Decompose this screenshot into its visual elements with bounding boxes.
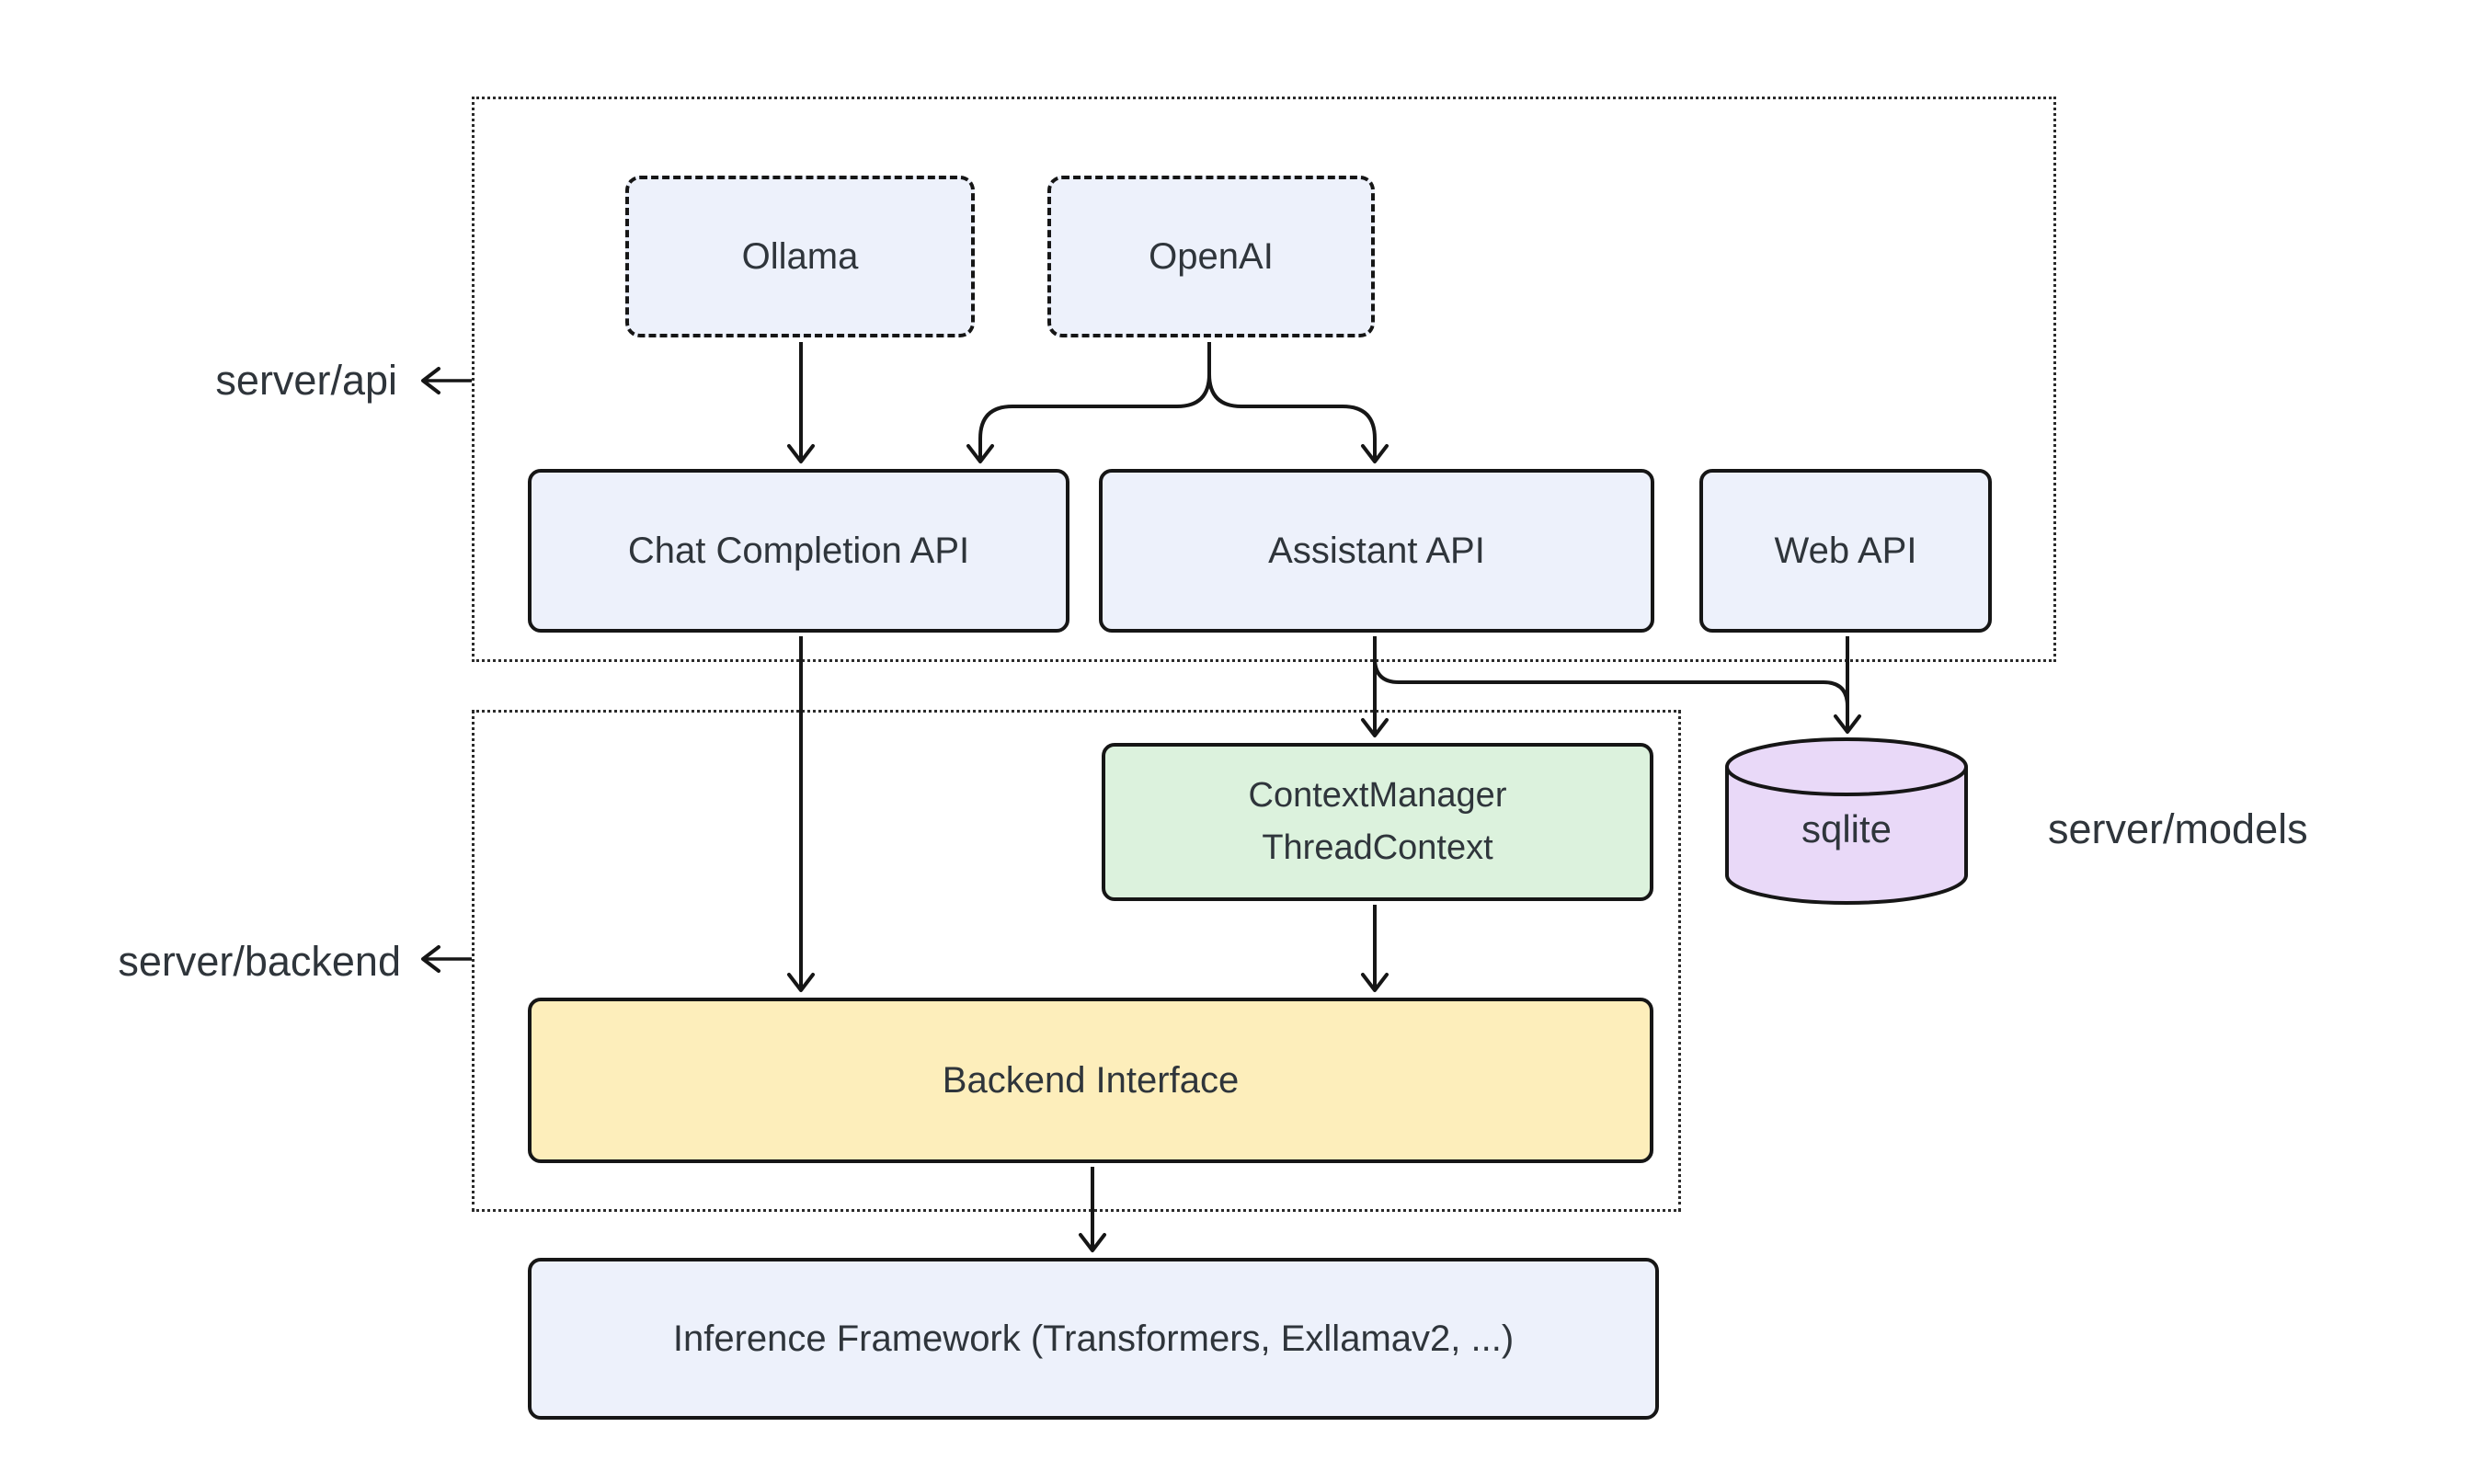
label-server-api: server/api: [215, 357, 397, 404]
node-openai: OpenAI: [1047, 176, 1375, 337]
edge-openai-to-chat-api: [966, 342, 1211, 463]
node-context-manager: ContextManager ThreadContext: [1102, 743, 1653, 901]
node-chat-completion-api: Chat Completion API: [528, 469, 1069, 633]
group-server-api: [472, 97, 2056, 662]
edge-openai-to-assistant-api: [1207, 373, 1389, 463]
node-web-api: Web API: [1699, 469, 1992, 633]
node-backend-interface: Backend Interface: [528, 998, 1653, 1163]
label-server-models: server/models: [2048, 805, 2308, 852]
context-manager-line1: ContextManager: [1248, 776, 1507, 815]
label-server-backend: server/backend: [118, 938, 401, 985]
node-inference-framework: Inference Framework (Transformers, Exlla…: [528, 1258, 1659, 1420]
node-assistant-api: Assistant API: [1099, 469, 1654, 633]
edge-assistant-api-to-sqlite: [1373, 657, 1849, 717]
sqlite-cylinder: [1725, 737, 1968, 905]
group-server-backend: [472, 710, 1681, 1212]
node-ollama: Ollama: [625, 176, 975, 337]
context-manager-line2: ThreadContext: [1262, 828, 1493, 867]
sqlite-label: sqlite: [1801, 807, 1893, 850]
